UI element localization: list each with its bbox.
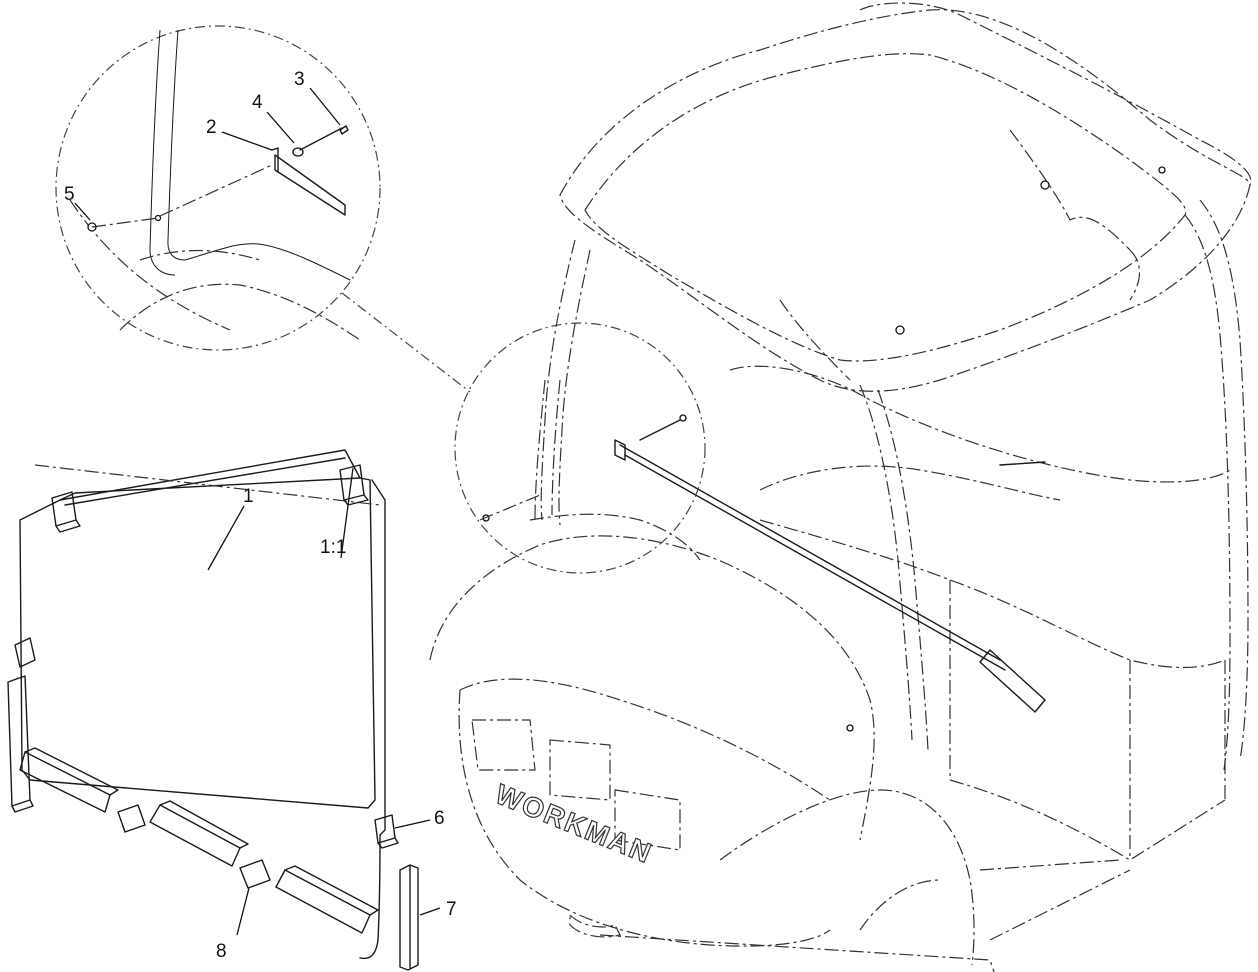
detail-rops-post — [69, 29, 361, 341]
left-side-clip — [7, 637, 36, 813]
callout-1-1: 1:1 — [320, 537, 346, 558]
leader-lines — [74, 87, 441, 936]
detail-circle-lower — [454, 322, 706, 574]
installed-cross-bar — [482, 414, 1046, 732]
detail-bracket-assembly — [87, 125, 349, 232]
callout-4: 4 — [252, 92, 263, 113]
trim-strip-7 — [399, 864, 419, 971]
detail-circle-upper — [55, 25, 381, 351]
side-clip-6 — [374, 814, 399, 849]
top-right-clip — [339, 464, 369, 506]
top-left-clip — [51, 491, 81, 533]
callout-3: 3 — [294, 69, 305, 90]
vehicle-outline — [429, 2, 1252, 972]
bottom-channel-strips — [19, 747, 379, 934]
detail-lower-frame — [479, 379, 701, 561]
windshield-panel — [19, 449, 386, 960]
vehicle-brand-text: WORKMAN — [491, 778, 657, 869]
callout-1: 1 — [243, 486, 254, 507]
callout-2: 2 — [206, 117, 217, 138]
detail-link-line — [341, 292, 471, 393]
roof-fasteners — [895, 166, 1166, 335]
callout-8: 8 — [216, 941, 227, 962]
callout-7: 7 — [446, 899, 457, 920]
callout-6: 6 — [434, 808, 445, 829]
callout-5: 5 — [64, 184, 75, 205]
